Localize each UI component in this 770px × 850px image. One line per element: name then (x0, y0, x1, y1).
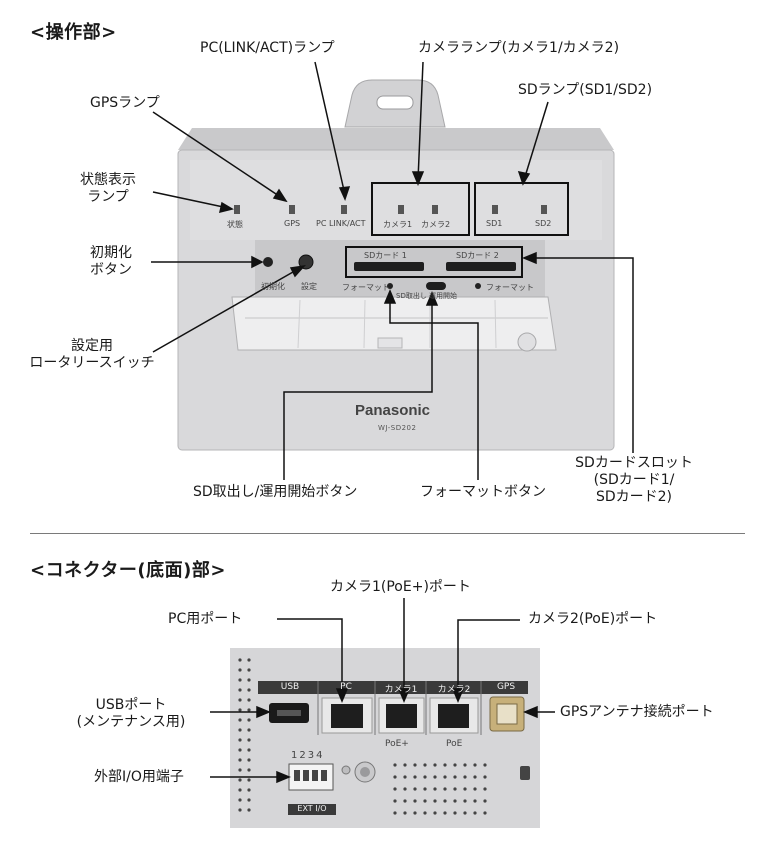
sd-slot-2-shape (446, 262, 516, 271)
lock-icon (520, 766, 530, 780)
format-left-button-shape (387, 283, 393, 289)
connector-poe-plus-label: PoE+ (385, 739, 409, 749)
label-sd-eject-button: SD取出し/運用開始ボタン (193, 484, 358, 500)
init-button-shape (263, 257, 273, 267)
sd-slot-1-shape (354, 262, 424, 271)
format-right-label: フォーマット (486, 283, 534, 292)
section-divider (30, 533, 745, 534)
label-usb-port-line1: USBポート (95, 697, 167, 713)
operation-section-title: <操作部> (30, 22, 117, 43)
label-gps-antenna-port: GPSアンテナ接続ポート (560, 704, 714, 720)
lamp-sd1-led (492, 205, 498, 214)
label-rotary-switch-line1: 設定用 (71, 338, 113, 354)
format-right-button-shape (475, 283, 481, 289)
connector-body (230, 648, 540, 828)
label-gps-lamp: GPSランプ (90, 95, 160, 111)
lamp-status-led (234, 205, 240, 214)
brand-logo: Panasonic (355, 402, 431, 419)
label-sd-card-slot-line1: SDカードスロット (575, 455, 693, 471)
ext-io-label-bg (288, 804, 336, 815)
label-init-button-line1: 初期化 (90, 245, 132, 261)
ext-io-pin-numbers: 1234 (291, 750, 325, 761)
label-status-lamp-line2: ランプ (87, 189, 129, 205)
label-sd-lamp: SDランプ(SD1/SD2) (518, 82, 653, 98)
label-camera-lamp: カメラランプ(カメラ1/カメラ2) (418, 40, 620, 56)
sd-eject-button-shape (426, 282, 446, 290)
hanger-slot (376, 95, 414, 110)
connector-gps-label: GPS (496, 682, 516, 692)
label-rotary-switch-line2: ロータリースイッチ (29, 355, 155, 371)
connector-poe-label: PoE (446, 739, 463, 749)
label-init-button: 初期化 ボタン (74, 245, 148, 279)
lamp-pc-label: PC LINK/ACT (316, 219, 366, 228)
connector-cam2-label: カメラ2 (437, 685, 471, 695)
cover-screw (517, 332, 537, 352)
label-init-button-line2: ボタン (90, 262, 132, 278)
lamp-sd2-label: SD2 (535, 219, 552, 228)
label-status-lamp: 状態表示 ランプ (60, 172, 156, 206)
lamp-gps-led (289, 205, 295, 214)
sd-eject-label: SD取出し 運用開始 (396, 292, 458, 300)
ventilation-dots (238, 658, 487, 815)
camera-lamp-frame (371, 182, 470, 236)
label-format-button: フォーマットボタン (420, 484, 546, 500)
connector-usb-label: USB (280, 682, 300, 692)
connector-section-title: <コネクター(底面)部> (30, 560, 226, 581)
label-status-lamp-line1: 状態表示 (80, 172, 136, 188)
lamp-cam1-label: カメラ1 (383, 220, 413, 229)
connector-cam1-label: カメラ1 (384, 685, 418, 695)
lamp-cam1-led (398, 205, 404, 214)
model-number: WJ-SD202 (378, 424, 417, 432)
label-camera1-port: カメラ1(PoE+)ポート (330, 579, 471, 595)
label-camera2-port: カメラ2(PoE)ポート (528, 611, 658, 627)
device-top-edge (178, 128, 614, 150)
label-ext-io-terminal: 外部I/O用端子 (94, 769, 184, 785)
format-left-label: フォーマット (342, 283, 390, 292)
ext-io-label: EXT I/O (297, 804, 327, 813)
sd-slot-1-label: SDカード 1 (364, 251, 407, 260)
sd-slot-2-label: SDカード 2 (456, 251, 499, 260)
lamp-panel (190, 160, 602, 240)
init-label: 初期化 (261, 282, 285, 291)
label-usb-port: USBポート (メンテナンス用) (56, 697, 206, 731)
callout-lines-bottom (210, 598, 555, 784)
lamp-cam2-label: カメラ2 (421, 220, 451, 229)
label-pc-port: PC用ポート (168, 611, 243, 627)
label-sd-card-slot-line3: SDカード2) (595, 489, 673, 505)
label-rotary-switch: 設定用 ロータリースイッチ (22, 338, 162, 372)
lamp-sd1-label: SD1 (486, 219, 503, 228)
lamp-sd2-led (541, 205, 547, 214)
lamp-pc-led (341, 205, 347, 214)
callout-lines-top (151, 61, 634, 480)
label-sd-card-slot-line2: (SDカード1/ (593, 472, 675, 488)
label-usb-port-line2: (メンテナンス用) (76, 714, 186, 730)
setting-label: 設定 (301, 282, 317, 291)
sd-slot-frame (345, 246, 523, 278)
lamp-gps-label: GPS (284, 219, 301, 228)
lamp-cam2-led (432, 205, 438, 214)
connector-pc-label: PC (340, 682, 352, 692)
sd-lamp-frame (474, 182, 569, 236)
label-pc-link-act-lamp: PC(LINK/ACT)ランプ (200, 40, 335, 56)
lamp-status-label: 状態 (227, 220, 243, 229)
label-sd-card-slot: SDカードスロット (SDカード1/ SDカード2) (572, 455, 696, 506)
